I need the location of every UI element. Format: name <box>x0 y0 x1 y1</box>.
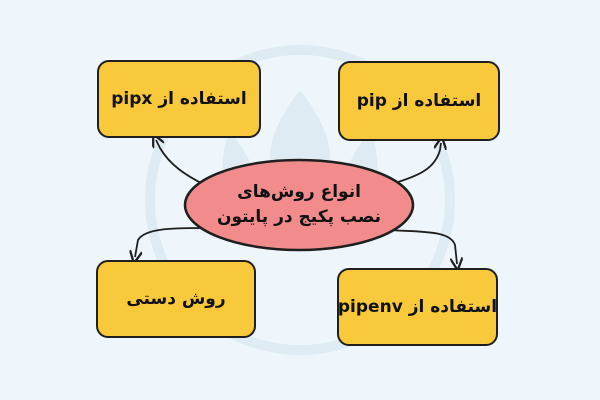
node-pip-label: استفاده از pip <box>356 91 482 111</box>
center-ellipse <box>183 158 415 252</box>
node-manual: روش دستی <box>96 260 256 338</box>
arrow-to-pipx <box>156 140 206 186</box>
center-title-line2: نصب پکیج در پایتون <box>216 207 382 227</box>
node-manual-label: روش دستی <box>126 289 226 309</box>
node-pipenv: استفاده از pipenv <box>337 268 498 346</box>
center-title-line1: انواع روش‌های <box>237 181 361 202</box>
center-title: انواع روش‌های نصب پکیج در پایتون <box>186 160 412 250</box>
node-pipx-label: استفاده از pipx <box>111 89 247 109</box>
arrow-to-manual <box>135 227 203 257</box>
node-pipenv-label: استفاده از pipenv <box>337 297 498 317</box>
arrow-to-pip <box>397 143 441 183</box>
node-pip: استفاده از pip <box>338 61 500 141</box>
arrow-to-pipenv <box>387 229 457 264</box>
node-pipx: استفاده از pipx <box>97 60 261 138</box>
